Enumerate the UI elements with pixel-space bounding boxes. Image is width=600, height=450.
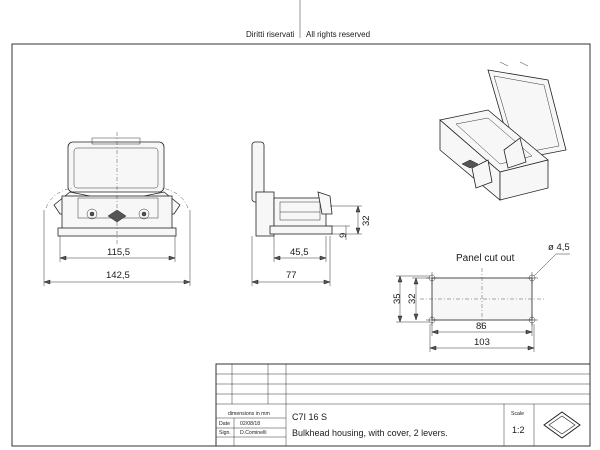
side-dim-width: 45,5 (290, 247, 309, 258)
part-description: Bulkhead housing, with cover, 2 levers. (292, 428, 448, 438)
front-dim-outer-width: 142,5 (106, 270, 130, 281)
date-label: Date (219, 421, 230, 427)
hole-diameter-label: ø 4,5 (548, 242, 570, 253)
ilme-logo (543, 411, 581, 439)
side-view (251, 141, 362, 286)
cutout-dim-height-inner: 32 (407, 293, 418, 304)
panel-cutout-title: Panel cut out (456, 253, 515, 264)
front-dim-inner-width: 115,5 (107, 247, 131, 258)
rights-reserved-english: All rights reserved (306, 30, 371, 39)
side-dim-height: 32 (361, 215, 372, 226)
cutout-dim-width-outer: 103 (474, 337, 490, 348)
date-value: 02/08/18 (240, 421, 261, 427)
cutout-dim-height-outer: 35 (392, 293, 403, 304)
side-dim-total: 77 (286, 270, 297, 281)
scale-value: 1:2 (512, 425, 525, 435)
front-view (43, 132, 191, 286)
panel-cutout-view (396, 253, 570, 352)
rights-reserved-italian: Diritti riservati (246, 30, 295, 39)
scale-label: Scale (511, 411, 524, 417)
cutout-dim-width-inner: 86 (476, 321, 487, 332)
part-code: C7I 16 S (292, 412, 328, 422)
side-dim-offset: 9 (338, 232, 349, 238)
title-block-grid (215, 363, 591, 447)
sign-label: Sign. (219, 430, 231, 436)
sign-value: D.Cominelli (240, 430, 267, 436)
isometric-view (439, 61, 567, 201)
units-note: dimensions in mm (228, 411, 270, 417)
